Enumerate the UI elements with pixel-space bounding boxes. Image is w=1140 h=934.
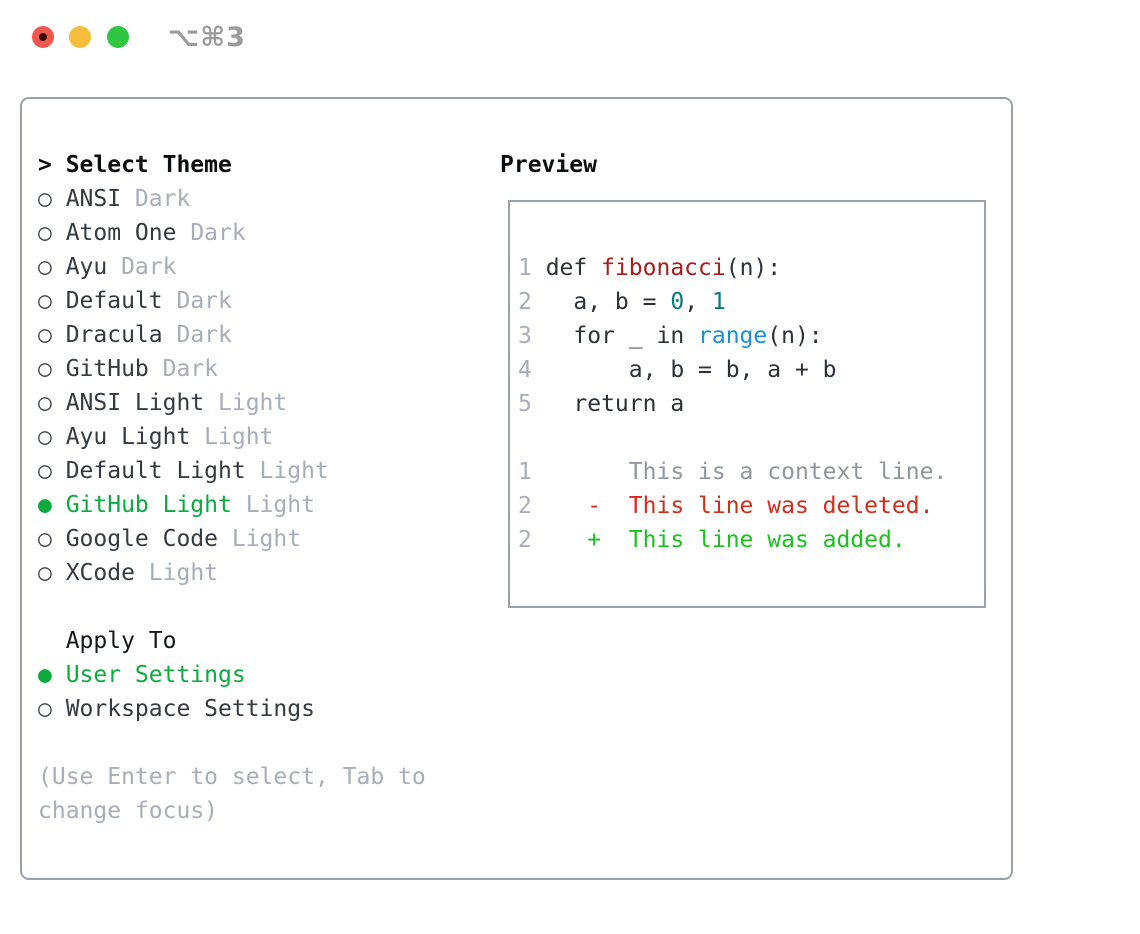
line-number: 2 <box>518 527 532 553</box>
radio-icon: ○ <box>38 220 52 246</box>
minimize-button-icon[interactable] <box>69 26 91 48</box>
code-line-1: 1 def fibonacci(n): <box>518 251 947 285</box>
spacer <box>38 726 426 760</box>
function-name: fibonacci <box>601 255 726 281</box>
blank-line <box>518 421 947 455</box>
line-number: 1 <box>518 255 532 281</box>
apply-option-user-settings[interactable]: ●User Settings <box>38 658 426 692</box>
preview-heading: Preview <box>500 152 597 178</box>
radio-icon: ○ <box>38 322 52 348</box>
keyboard-hint-line1: (Use Enter to select, Tab to <box>38 764 426 790</box>
line-number: 5 <box>518 391 532 417</box>
builtin-name: range <box>698 323 768 349</box>
radio-icon: ○ <box>38 424 52 450</box>
preview-pane: 1 def fibonacci(n): 2 a, b = 0, 1 3 for … <box>508 200 986 608</box>
radio-selected-icon: ● <box>38 492 52 518</box>
close-button-icon[interactable] <box>32 26 54 48</box>
number-literal: 1 <box>711 289 726 315</box>
radio-icon: ○ <box>38 560 52 586</box>
code-line-5: 5 return a <box>518 387 947 421</box>
line-number: 2 <box>518 493 532 519</box>
code-line-3: 3 for _ in range(n): <box>518 319 947 353</box>
radio-icon: ○ <box>38 288 52 314</box>
number-literal: 0 <box>670 289 685 315</box>
apply-option-workspace-settings[interactable]: ○Workspace Settings <box>38 692 426 726</box>
line-number: 2 <box>518 289 532 315</box>
diff-added-line: 2 + This line was added. <box>518 523 947 557</box>
line-number: 4 <box>518 357 532 383</box>
apply-to-header: Apply To <box>38 624 426 658</box>
diff-context-line: 1 This is a context line. <box>518 455 947 489</box>
apply-to-label: Apply To <box>65 628 177 654</box>
radio-icon: ○ <box>38 458 52 484</box>
line-number: 1 <box>518 459 532 485</box>
code-line-2: 2 a, b = 0, 1 <box>518 285 947 319</box>
unsaved-dot-icon <box>39 33 47 41</box>
line-number: 3 <box>518 323 532 349</box>
select-theme-label: Select Theme <box>65 152 232 178</box>
radio-icon: ○ <box>38 696 52 722</box>
radio-icon: ○ <box>38 186 52 212</box>
radio-icon: ○ <box>38 356 52 382</box>
zoom-button-icon[interactable] <box>107 26 129 48</box>
radio-icon: ○ <box>38 390 52 416</box>
select-theme-header: > Select Theme <box>38 148 426 182</box>
radio-selected-icon: ● <box>38 662 52 688</box>
focus-marker-icon: > <box>38 152 52 178</box>
diff-deleted-line: 2 - This line was deleted. <box>518 489 947 523</box>
keyboard-hint-line2: change focus) <box>38 798 219 824</box>
window-titlebar: ⌥⌘3 <box>0 0 1140 72</box>
radio-icon: ○ <box>38 526 52 552</box>
window-title: ⌥⌘3 <box>168 22 246 53</box>
radio-icon: ○ <box>38 254 52 280</box>
code-preview: 1 def fibonacci(n): 2 a, b = 0, 1 3 for … <box>518 251 947 557</box>
code-line-4: 4 a, b = b, a + b <box>518 353 947 387</box>
spacer <box>38 590 426 624</box>
